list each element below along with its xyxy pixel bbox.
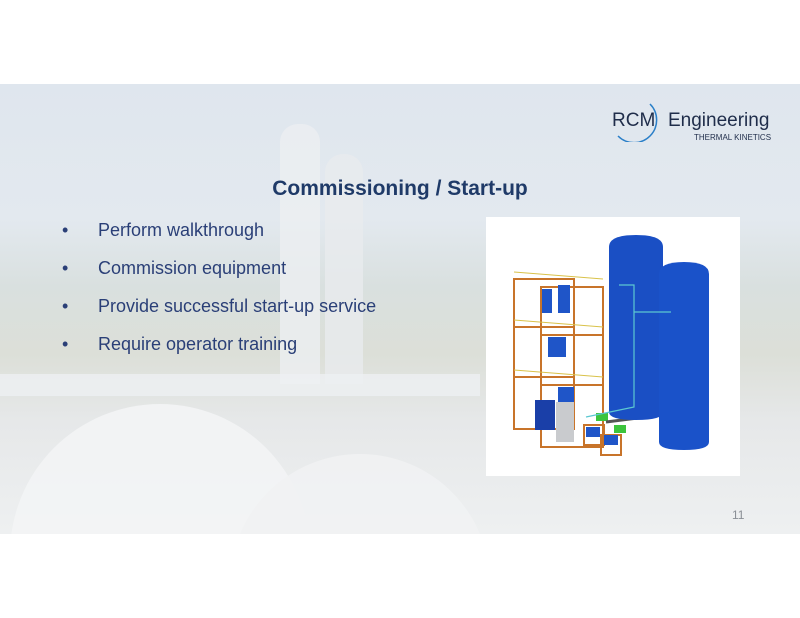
- bullet-list: •Perform walkthrough •Commission equipme…: [62, 220, 376, 372]
- bullet-item: •Require operator training: [62, 334, 376, 372]
- page-number: 11: [732, 508, 745, 522]
- background-pipe: [0, 374, 480, 396]
- svg-text:RCM: RCM: [612, 110, 655, 131]
- slide-title: Commissioning / Start-up: [272, 177, 528, 200]
- svg-text:THERMAL KINETICS: THERMAL KINETICS: [694, 133, 771, 142]
- plant-3d-model-image: [486, 217, 740, 476]
- bullet-icon: •: [62, 334, 69, 354]
- svg-text:Engineering: Engineering: [668, 110, 769, 131]
- slide: RCM Engineering THERMAL KINETICS Commiss…: [0, 84, 800, 534]
- bullet-icon: •: [62, 258, 69, 278]
- background-tower: [280, 124, 320, 384]
- background-tower: [325, 154, 363, 384]
- bullet-item: •Commission equipment: [62, 258, 376, 296]
- bullet-icon: •: [62, 296, 69, 316]
- bullet-item: •Provide successful start-up service: [62, 296, 376, 334]
- bullet-icon: •: [62, 220, 69, 240]
- bullet-item: •Perform walkthrough: [62, 220, 376, 258]
- rcm-engineering-logo: RCM Engineering THERMAL KINETICS: [612, 103, 771, 142]
